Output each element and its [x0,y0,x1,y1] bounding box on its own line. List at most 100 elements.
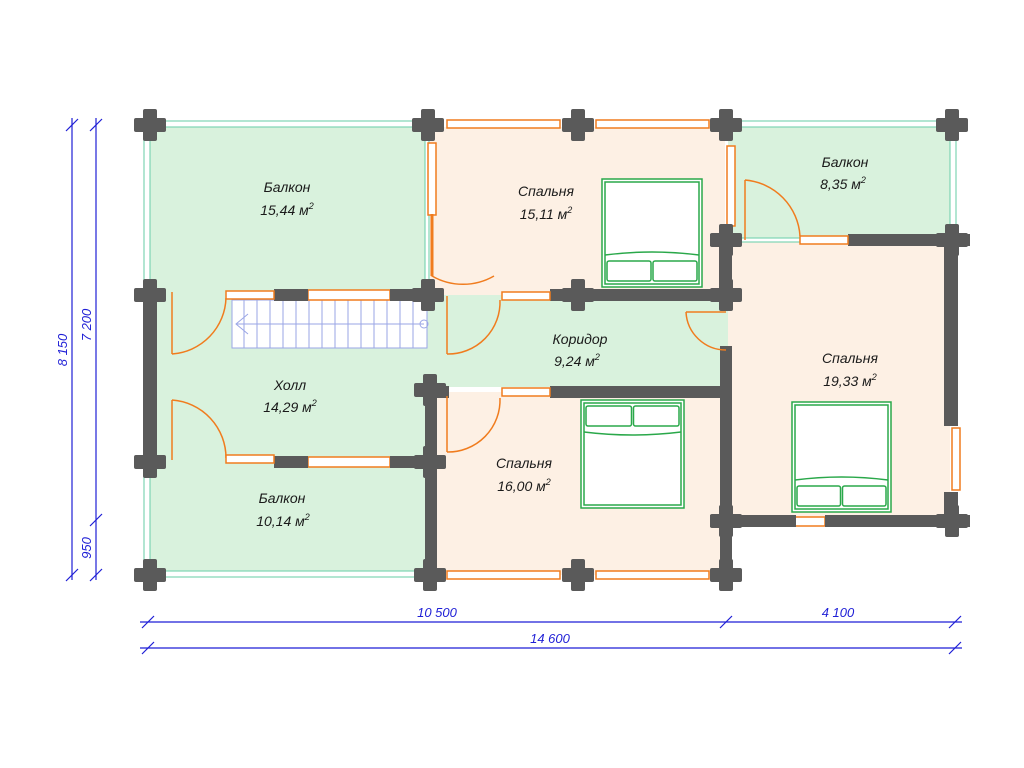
door-hall-upper [171,292,227,355]
label-hall-area: 14,29 м2 [263,398,317,415]
room-labels: Балкон 15,44 м2 Спальня 15,11 м2 Балкон … [256,154,878,529]
balcony-sw-fill [150,462,430,575]
label-corridor-area: 9,24 м2 [554,352,600,369]
log-joint-h-19 [414,383,446,397]
log-joint-h-6 [412,288,444,302]
label-balcony-nw-name: Балкон [264,179,311,195]
door-balcony-ne [744,179,801,240]
railing-right-ne [949,137,957,231]
label-corridor-name: Коридор [553,331,608,347]
window-hall-top [307,289,391,301]
bed-east-blanket-fold [794,476,889,481]
dim-bottom-right-label: 4 100 [822,605,855,620]
window-bedroom-e-bottom [794,516,826,527]
balcony-nw-fill [150,127,425,295]
door-corridor-east [685,311,727,351]
log-joint-h-0 [134,118,166,132]
label-bedroom-e-name: Спальня [822,350,878,366]
label-balcony-sw-area: 10,14 м2 [256,512,310,529]
wall-bedroom-e-right [944,240,958,426]
staircase [231,299,429,349]
door-bedroom-n [431,214,495,286]
log-joint-h-11 [134,568,166,582]
wall-bedroom-e-bottom-right [825,515,970,527]
window-bedroom-n-top-2 [595,119,710,129]
window-bedroom-n-left [427,142,437,216]
dim-left-main-label: 7 200 [79,308,94,341]
log-joint-h-10 [414,455,446,469]
window-balcony-ne-left [726,145,736,227]
door-corridor-west-sill [501,291,551,301]
balcony-ne-fill [728,127,950,240]
label-balcony-ne-area: 8,35 м2 [820,175,866,192]
log-joints [134,109,968,591]
dim-tick-5 [141,615,155,629]
door-balcony-ne-sill [799,235,849,245]
wall-hall-bottom-left [274,456,308,468]
railing-top-ne [736,120,938,128]
wall-hall-top-left [274,289,308,301]
railing-top-nw [161,120,417,128]
doors [171,179,849,464]
railing-left-sw [143,474,151,564]
wall-left [143,286,157,476]
log-joint-h-15 [710,233,742,247]
window-bedroom-e-right [951,427,961,491]
wall-corridor-top [550,289,740,301]
log-joint-h-8 [710,288,742,302]
door-hall-lower-sill [225,454,275,464]
dimension-labels: 8 150 7 200 950 10 500 4 100 14 600 [55,308,855,646]
log-joint-h-12 [414,568,446,582]
label-balcony-nw-area: 15,44 м2 [260,201,314,218]
label-bedroom-n-name: Спальня [518,183,574,199]
label-hall-name: Холл [273,377,306,393]
log-joint-h-14 [710,568,742,582]
log-joint-h-17 [710,514,742,528]
windows [307,119,961,580]
log-joint-h-16 [936,233,968,247]
label-bedroom-n-area: 15,11 м2 [520,205,573,222]
bed-north-pillow-left [606,260,652,282]
log-joint-h-9 [134,455,166,469]
door-hall-lower [171,399,227,460]
window-bedroom-s-bottom-1 [446,570,561,580]
log-joint-h-5 [134,288,166,302]
stair-start-mark [419,319,429,329]
door-hall-upper-sill [225,290,275,300]
dim-tick-6 [719,615,733,629]
dimension-lines [65,118,962,655]
dim-left-total-label: 8 150 [55,333,70,366]
dim-bottom-main-label: 10 500 [417,605,458,620]
bed-south-blanket-fold [583,431,682,436]
dim-bottom-total-label: 14 600 [530,631,571,646]
log-joint-h-7 [562,288,594,302]
log-joint-h-18 [936,514,968,528]
railing-left-nw [143,137,151,287]
label-balcony-ne-name: Балкон [822,154,869,170]
dim-tick-9 [948,641,962,655]
label-balcony-sw-name: Балкон [259,490,306,506]
railing-bottom-sw [161,570,417,578]
door-bedroom-s-sill [501,387,551,397]
log-joint-h-3 [710,118,742,132]
bed-east-pillow-left [796,485,842,507]
bed-north-blanket-fold [604,251,700,256]
label-bedroom-s-area: 16,00 м2 [497,477,551,494]
window-bedroom-n-top-1 [446,119,561,129]
dimension-ticks [65,118,962,655]
wall-east-vertical [720,346,732,578]
beds [580,178,892,513]
dim-tick-0 [65,118,79,132]
label-bedroom-e-area: 19,33 м2 [823,372,877,389]
dim-left-small-label: 950 [79,536,94,558]
door-corridor-west [446,296,501,355]
dim-tick-7 [948,615,962,629]
log-joint-h-4 [936,118,968,132]
stair-arrow-head [235,313,249,335]
door-bedroom-s [446,396,501,453]
log-joint-h-2 [562,118,594,132]
window-hall-bottom [307,456,391,468]
dim-tick-1 [65,568,79,582]
window-bedroom-s-bottom-2 [595,570,710,580]
